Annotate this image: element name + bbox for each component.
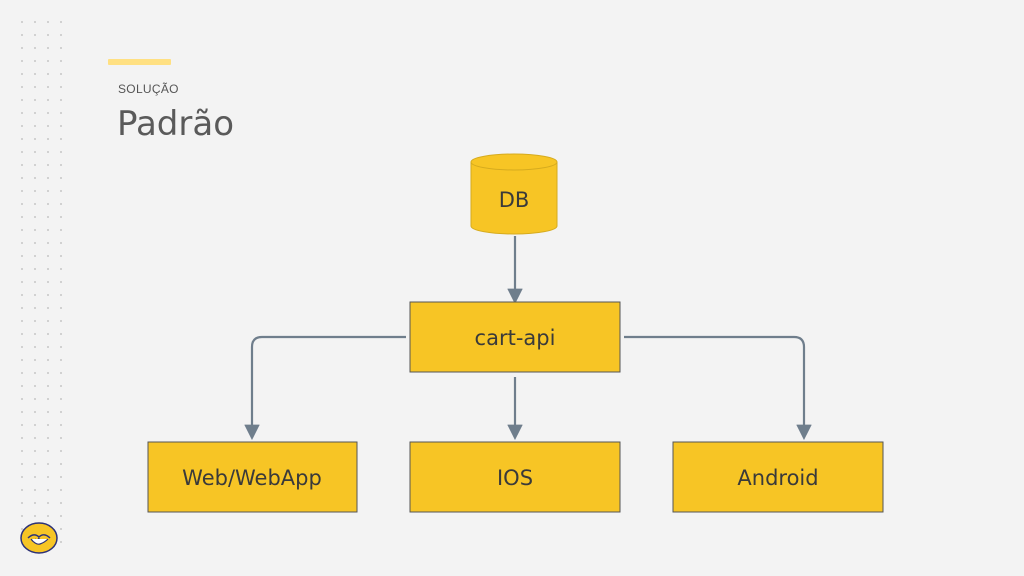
client-android-node: Android	[672, 441, 884, 513]
cart-api-label: cart-api	[475, 326, 556, 350]
section-kicker: SOLUÇÃO	[118, 82, 179, 96]
client-ios-label: IOS	[497, 466, 533, 490]
db-label: DB	[499, 188, 530, 212]
handshake-logo-icon	[20, 522, 58, 554]
client-android-label: Android	[737, 466, 818, 490]
accent-bar	[108, 59, 171, 65]
db-node: DB	[470, 153, 558, 235]
edge-api-to-web	[244, 335, 406, 441]
cart-api-node: cart-api	[409, 301, 621, 373]
edge-api-to-android	[624, 335, 812, 441]
client-web-label: Web/WebApp	[182, 466, 322, 490]
client-ios-node: IOS	[409, 441, 621, 513]
dot-grid-decoration	[14, 10, 70, 550]
slide-title: Padrão	[117, 104, 235, 144]
client-web-node: Web/WebApp	[147, 441, 358, 513]
